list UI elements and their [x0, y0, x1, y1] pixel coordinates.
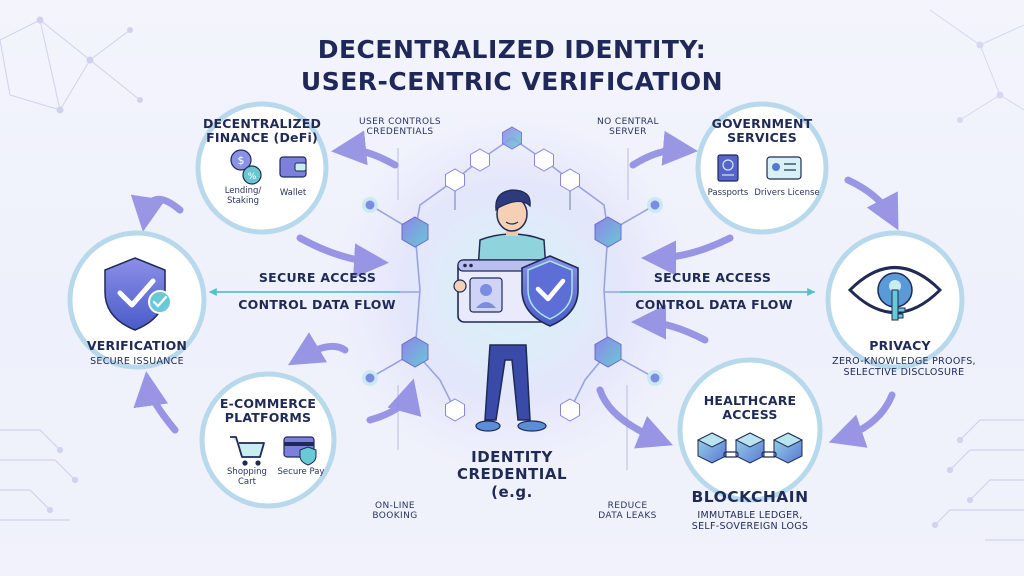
- security-shield-icon: [521, 255, 579, 327]
- arrow-verification-to-defi: [130, 194, 184, 232]
- title-line-1: DECENTRALIZED IDENTITY:: [317, 35, 707, 64]
- node-title-privacy: PRIVACY: [869, 338, 931, 353]
- item-label-passports: Passports: [707, 188, 749, 198]
- annotation-online-booking: ON-LINE BOOKING: [372, 501, 418, 522]
- hex-node: [470, 148, 490, 172]
- network-decoration-right: [929, 9, 1024, 123]
- identity-credential-label: IDENTITY CREDENTIAL (e.g.: [456, 448, 568, 501]
- flow-label-left-secure: SECURE ACCESS: [258, 270, 377, 285]
- arrow-defi-to-center: [296, 234, 389, 279]
- blockchain-subtitle: IMMUTABLE LEDGER, SELF-SOVEREIGN LOGS: [691, 510, 809, 532]
- shield-check-icon: [104, 257, 172, 331]
- blockchain-title: BLOCKCHAIN: [691, 488, 809, 506]
- hex-node: [401, 336, 429, 368]
- node-circle-defi: [195, 101, 329, 235]
- arrow-ecommerce-to-center: [366, 378, 422, 424]
- flow-label-right-secure: SECURE ACCESS: [653, 270, 772, 285]
- flow-label-right-control: CONTROL DATA FLOW: [635, 297, 793, 312]
- page-title: DECENTRALIZED IDENTITY: USER-CENTRIC VER…: [212, 35, 812, 97]
- passport-icon: [717, 154, 739, 182]
- glow-dots: [362, 197, 663, 386]
- item-label-wallet: Wallet: [279, 188, 307, 198]
- hex-node: [445, 168, 465, 192]
- hex-node: [560, 398, 580, 422]
- node-title-healthcare: HEALTHCARE ACCESS: [703, 393, 797, 423]
- wallet-icon: [279, 156, 307, 178]
- circuit-decoration-left: [0, 429, 79, 521]
- svg-text:%: %: [248, 172, 257, 182]
- annotation-user-controls: USER CONTROLS CREDENTIALS: [359, 117, 441, 138]
- node-circle-government: [695, 101, 829, 235]
- node-title-ecommerce: E-COMMERCE PLATFORMS: [219, 396, 317, 426]
- arrow-center-to-healthcare: [596, 386, 673, 449]
- secure-pay-icon: [283, 436, 317, 466]
- arrow-government-to-privacy: [844, 176, 899, 231]
- item-label-drivers-license: Drivers License: [754, 188, 820, 198]
- shopping-cart-icon: [230, 436, 265, 466]
- arrow-center-to-defi: [331, 130, 399, 169]
- annotation-reduce-data-leaks: REDUCE DATA LEAKS: [598, 501, 657, 522]
- arrow-government-to-center: [641, 234, 734, 276]
- circuit-decoration-right: [931, 419, 1024, 541]
- hex-nodes: [401, 126, 622, 422]
- node-circle-healthcare: [677, 357, 823, 503]
- hex-node: [560, 168, 580, 192]
- arrow-ecommerce-to-verification: [133, 371, 179, 434]
- hex-node: [401, 216, 429, 248]
- item-label-secure-pay: Secure Pay: [277, 467, 325, 477]
- arrow-center-to-government: [629, 130, 698, 169]
- hex-node: [594, 336, 622, 368]
- item-label-shopping-cart: Shopping Cart: [227, 467, 267, 487]
- node-title-government: GOVERNMENT SERVICES: [711, 116, 813, 146]
- hex-node: [502, 126, 522, 150]
- svg-text:$: $: [238, 154, 245, 167]
- title-line-2: USER-CENTRIC VERIFICATION: [300, 66, 724, 96]
- coins-icon: $ %: [230, 149, 262, 185]
- arrow-privacy-to-center: [631, 304, 709, 344]
- flow-label-left-control: CONTROL DATA FLOW: [238, 297, 396, 312]
- eye-key-icon: [847, 266, 943, 321]
- item-label-lending: Lending/ Staking: [224, 186, 262, 206]
- node-title-verification: VERIFICATION: [86, 338, 188, 353]
- drivers-license-icon: [766, 156, 802, 180]
- hex-node: [594, 216, 622, 248]
- node-title-defi: DECENTRALIZED FINANCE (DeFi): [202, 116, 322, 146]
- blockchain-cubes-icon: [696, 432, 804, 464]
- arrow-privacy-to-healthcare: [828, 391, 896, 448]
- node-subtitle-privacy: ZERO-KNOWLEDGE PROOFS, SELECTIVE DISCLOS…: [832, 356, 976, 378]
- hex-node: [445, 398, 465, 422]
- node-circle-ecommerce: [199, 371, 337, 509]
- cycle-arrows: [130, 130, 899, 449]
- network-decoration: [0, 16, 143, 114]
- annotation-no-central-server: NO CENTRAL SERVER: [597, 117, 659, 138]
- node-subtitle-verification: SECURE ISSUANCE: [90, 356, 184, 367]
- arrow-center-to-ecommerce: [287, 332, 349, 366]
- hex-node: [534, 148, 554, 172]
